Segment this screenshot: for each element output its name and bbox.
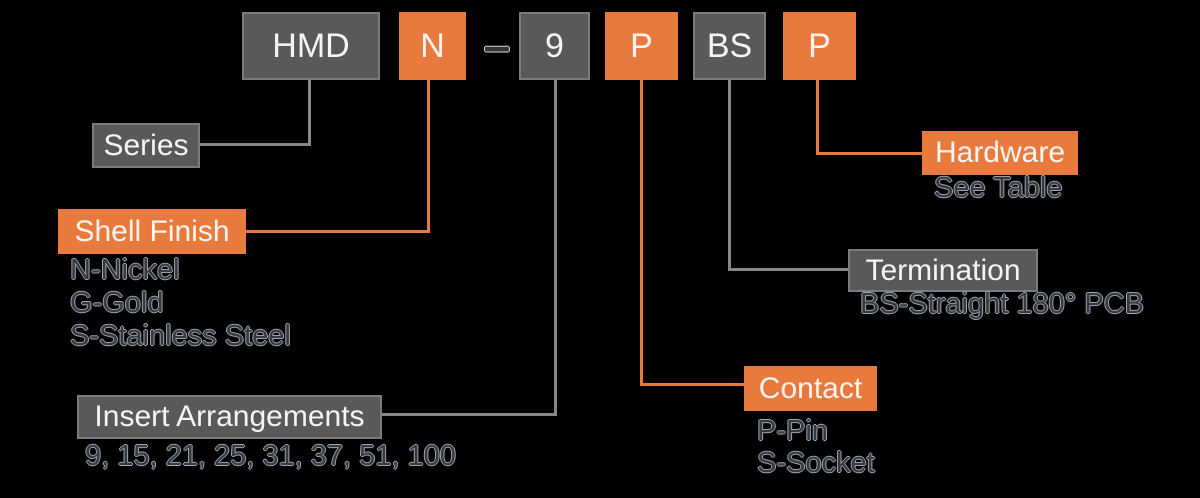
option-s-socket: S-Socket — [757, 447, 875, 479]
contact-options: P-Pin S-Socket — [757, 415, 875, 479]
option-insert-sizes: 9, 15, 21, 25, 31, 37, 51, 100 — [85, 440, 456, 472]
series-label: Series — [92, 123, 200, 168]
code-dash: – — [483, 19, 511, 73]
connector-termination-horizontal — [728, 268, 848, 271]
connector-contact-horizontal — [640, 383, 744, 386]
connector-shell-finish-horizontal — [246, 230, 430, 233]
contact-label: Contact — [744, 366, 877, 411]
code-box-insert: 9 — [519, 12, 590, 80]
termination-options: BS-Straight 180° PCB — [860, 288, 1144, 321]
code-box-termination: BS — [693, 12, 766, 80]
option-s-stainless-steel: S-Stainless Steel — [70, 320, 291, 352]
code-box-series: HMD — [242, 12, 380, 80]
termination-label: Termination — [848, 249, 1038, 292]
code-box-hardware: P — [783, 12, 856, 80]
hardware-options: See Table — [934, 172, 1062, 205]
option-p-pin: P-Pin — [757, 415, 828, 447]
connector-insert-vertical — [554, 80, 557, 416]
connector-series-horizontal — [200, 143, 311, 146]
connector-shell-finish-vertical — [427, 80, 430, 233]
connector-insert-horizontal — [382, 413, 557, 416]
hardware-label: Hardware — [922, 131, 1078, 175]
shell-finish-options: N-Nickel G-Gold S-Stainless Steel — [70, 254, 291, 353]
connector-series-vertical — [308, 80, 311, 144]
insert-arrangements-options: 9, 15, 21, 25, 31, 37, 51, 100 — [85, 440, 456, 473]
code-box-shell-finish: N — [399, 12, 466, 80]
shell-finish-label: Shell Finish — [58, 209, 246, 254]
connector-hardware-horizontal — [816, 152, 922, 155]
option-n-nickel: N-Nickel — [70, 254, 180, 286]
connector-hardware-vertical — [816, 80, 819, 155]
code-box-contact: P — [605, 12, 678, 80]
connector-termination-vertical — [728, 80, 731, 271]
option-g-gold: G-Gold — [70, 287, 164, 319]
option-see-table: See Table — [934, 172, 1063, 204]
connector-contact-vertical — [640, 80, 643, 386]
insert-arrangements-label: Insert Arrangements — [77, 395, 382, 439]
option-bs-straight-pcb: BS-Straight 180° PCB — [860, 288, 1145, 320]
